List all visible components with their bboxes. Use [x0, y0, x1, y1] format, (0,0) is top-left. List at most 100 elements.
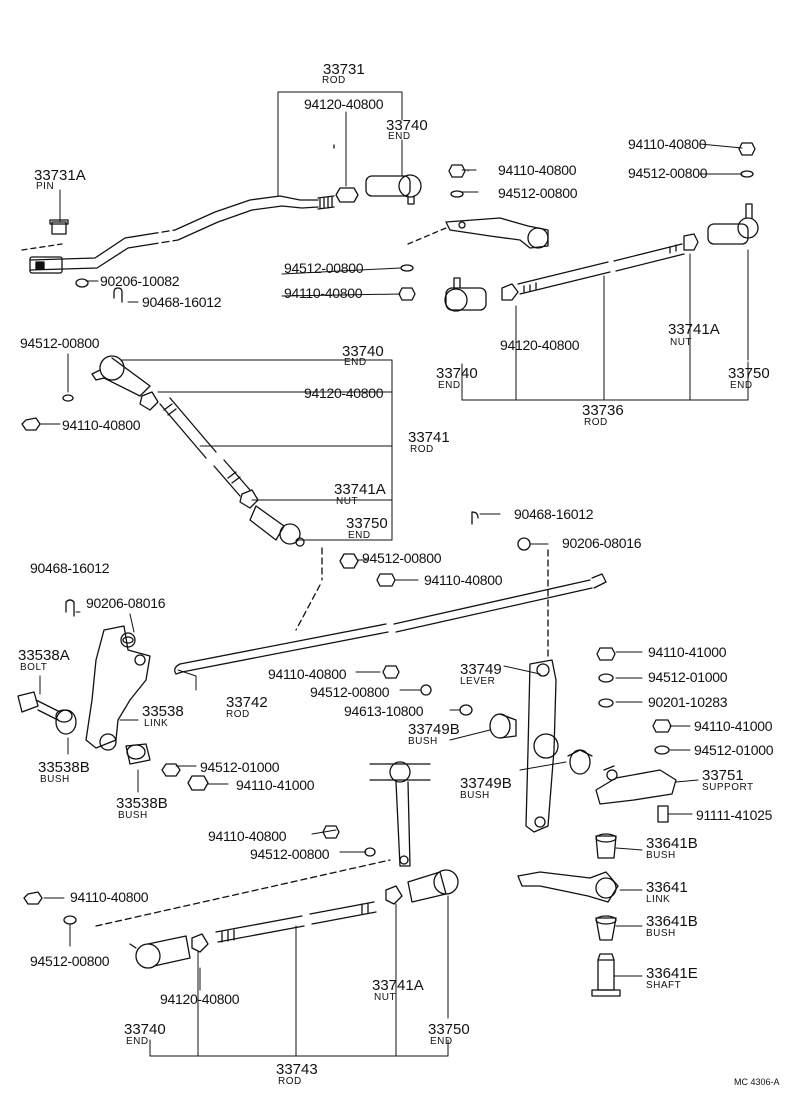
part-number-label: 94512-00800: [30, 953, 110, 969]
nut-94120-right: [501, 283, 519, 301]
link-33538: [85, 625, 151, 751]
shaft-33641E: [591, 953, 621, 997]
part-number-label: 94120-40800: [500, 337, 580, 353]
bush-33641B: [595, 833, 617, 941]
nut-94110-40800-b: [448, 164, 466, 198]
clip-90468-16012: [113, 287, 123, 303]
part-number-label: 33741A: [334, 481, 386, 498]
part-name-label: LINK: [646, 894, 671, 905]
part-number-label: 90468-16012: [30, 560, 110, 576]
part-number-label: 94512-00800: [250, 846, 330, 862]
part-name-label: SUPPORT: [702, 782, 754, 793]
part-name-label: NUT: [336, 496, 359, 507]
part-number-label: 33742: [226, 694, 268, 711]
part-number-label: 33731: [323, 61, 365, 78]
part-name-label: SHAFT: [646, 980, 682, 991]
part-number-label: 94512-00800: [310, 684, 390, 700]
part-number-label: 94110-40800: [62, 417, 141, 433]
part-name-label: ROD: [226, 709, 250, 720]
leader-lines: [39, 91, 749, 1057]
end-33750-mid: [249, 505, 305, 547]
bush-33538B-a: [55, 709, 77, 735]
part-number-label: 33741: [408, 429, 450, 446]
dash-lines-mid: [295, 547, 549, 661]
bolt-33538A: [17, 691, 61, 721]
pin-33731A: [49, 219, 69, 235]
part-number-label: 33743: [276, 1061, 318, 1078]
support-33751: [595, 765, 677, 823]
part-number-label: 94120-40800: [304, 385, 384, 401]
part-number-label: 33740: [124, 1021, 166, 1038]
part-number-label: 94110-40800: [208, 828, 287, 844]
lever-top-right: [407, 217, 549, 249]
part-number-label: 33641B: [646, 913, 698, 930]
nut-bottom-b: [385, 885, 403, 905]
clip-and-washer-left: [65, 599, 134, 644]
part-number-label: 94110-40800: [268, 666, 347, 682]
part-name-label: NUT: [374, 992, 397, 1003]
part-name-label: ROD: [278, 1076, 302, 1087]
washer-90206-10082: [75, 278, 89, 288]
rod-33742: [174, 573, 607, 675]
part-number-label: 33750: [728, 365, 770, 382]
part-name-label: BUSH: [646, 928, 676, 939]
lever-33749: [525, 659, 559, 833]
nut-bottom-a: [191, 933, 209, 953]
part-number-label: 90206-08016: [562, 535, 642, 551]
washer-94512-00800-b: [398, 264, 416, 301]
part-number-label: 33749B: [460, 775, 512, 792]
nut-94110-40800-a: [335, 187, 359, 203]
part-number-label: 33749B: [408, 721, 460, 738]
part-number-label: 90201-10283: [648, 694, 728, 710]
part-number-label: 90206-08016: [86, 595, 166, 611]
part-name-label: END: [438, 380, 461, 391]
part-name-label: PIN: [36, 181, 55, 192]
part-number-label: 94512-00800: [284, 260, 364, 276]
part-number-label: 94512-00800: [498, 185, 578, 201]
part-number-label: 33538: [142, 703, 184, 720]
rod-33741: [159, 397, 251, 497]
end-33740-top: [365, 174, 422, 205]
part-name-label: BUSH: [40, 774, 70, 785]
rod-end-33731-clevis: [21, 243, 63, 274]
rod-33736: [517, 243, 685, 295]
part-name-label: ROD: [584, 417, 608, 428]
part-number-label: 94512-01000: [648, 669, 728, 685]
diagram-reference-code: MC 4306-A: [734, 1077, 780, 1087]
part-number-label: 94110-41000: [648, 644, 727, 660]
part-number-label: 94512-00800: [20, 335, 100, 351]
part-number-label: 33538A: [18, 647, 70, 664]
part-number-label: 94512-01000: [694, 742, 774, 758]
part-name-label: END: [388, 131, 411, 142]
part-name-label: BUSH: [118, 810, 148, 821]
part-number-label: 33741A: [372, 977, 424, 994]
end-33740-mid: [91, 355, 151, 397]
part-name-label: BUSH: [460, 790, 490, 801]
part-number-label: 33641E: [646, 965, 698, 982]
part-number-label: 33750: [428, 1021, 470, 1038]
part-number-label: 94512-01000: [200, 759, 280, 775]
part-name-label: ROD: [410, 444, 434, 455]
part-number-label: 94110-41000: [694, 718, 773, 734]
part-name-label: END: [126, 1036, 149, 1047]
part-number-label: 94512-00800: [628, 165, 708, 181]
part-name-label: LEVER: [460, 676, 496, 687]
nut-33741A-right: [683, 233, 699, 251]
part-number-label: 90468-16012: [142, 294, 222, 310]
part-name-label: NUT: [670, 337, 693, 348]
part-number-label: 33751: [702, 767, 744, 784]
part-name-label: END: [348, 530, 371, 541]
part-number-label: 33749: [460, 661, 502, 678]
part-number-label: 94613-10800: [344, 703, 424, 719]
part-name-label: END: [430, 1036, 453, 1047]
end-33740-right: [444, 277, 487, 312]
part-number-label: 33731A: [34, 167, 86, 184]
part-number-label: 94110-40800: [70, 889, 149, 905]
part-number-label: 94110-40800: [498, 162, 577, 178]
rod-33743: [215, 901, 377, 943]
nut-mid-b: [239, 489, 259, 509]
part-number-label: 33538B: [116, 795, 168, 812]
part-number-label: 94120-40800: [304, 96, 384, 112]
part-number-label: 33736: [582, 402, 624, 419]
